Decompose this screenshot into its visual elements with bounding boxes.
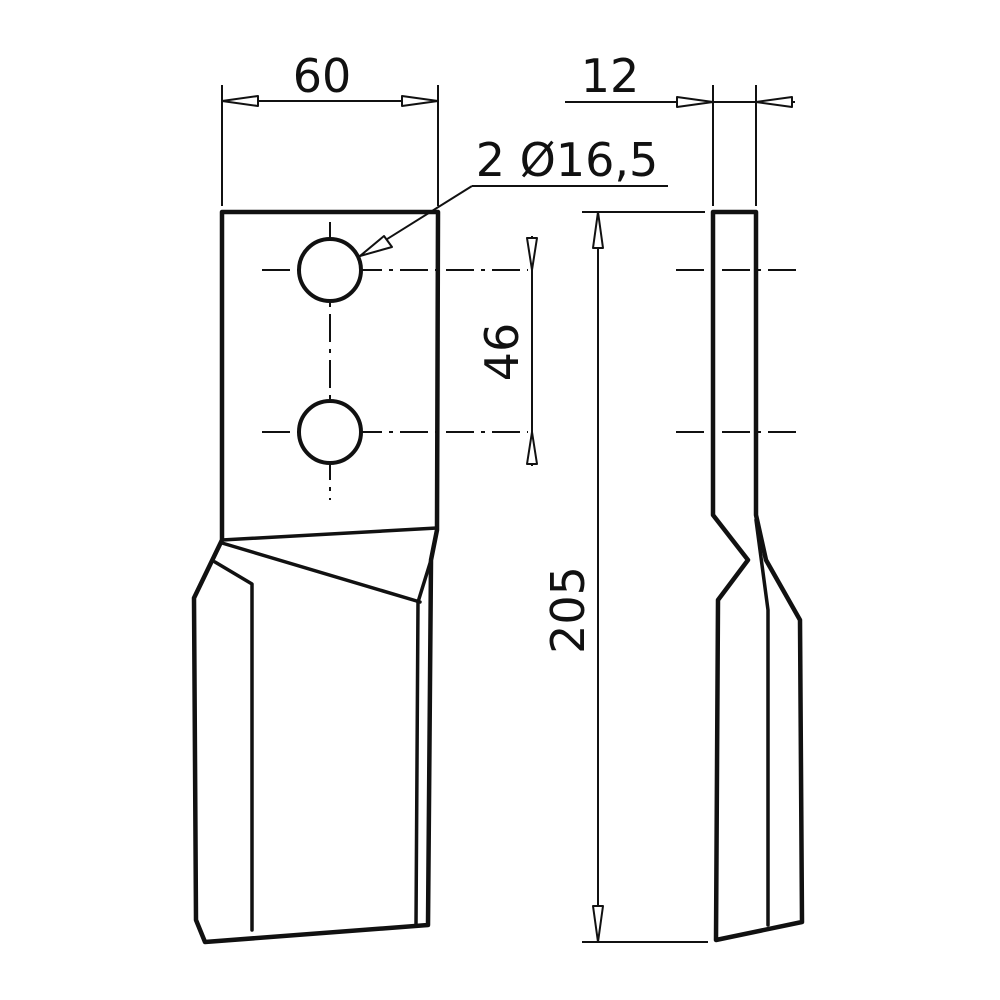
dimension-width: 60 bbox=[221, 49, 439, 206]
dimension-hole-spacing: 46 bbox=[475, 236, 538, 466]
dimension-length: 205 bbox=[541, 211, 708, 943]
arrow-thickness-left bbox=[676, 96, 714, 108]
arrow-length-top bbox=[592, 211, 604, 249]
side-view bbox=[676, 209, 805, 943]
mounting-hole-lower bbox=[297, 399, 363, 465]
bevel-line bbox=[220, 541, 422, 604]
length-label: 205 bbox=[541, 566, 595, 654]
side-outline bbox=[710, 209, 805, 943]
width-label: 60 bbox=[293, 49, 352, 103]
arrow-spacing-top-outer bbox=[526, 237, 538, 271]
spacing-label: 46 bbox=[475, 323, 529, 382]
arrow-thickness-right bbox=[755, 96, 793, 108]
shoulder-line bbox=[220, 526, 439, 542]
blade-outline bbox=[191, 209, 441, 945]
cutting-edge-line bbox=[213, 560, 254, 932]
leader-arrow bbox=[359, 235, 393, 257]
front-view bbox=[191, 209, 528, 945]
arrow-right bbox=[401, 95, 439, 107]
side-bevel-line bbox=[754, 518, 770, 927]
hole-callout: 2 Ø16,5 bbox=[359, 133, 668, 257]
hole-label: 2 Ø16,5 bbox=[476, 133, 659, 187]
bevel-right-edge bbox=[416, 558, 433, 604]
bevel-right-edge-lower bbox=[414, 600, 420, 927]
thickness-label: 12 bbox=[581, 49, 640, 103]
dimension-thickness: 12 bbox=[565, 49, 795, 206]
arrow-left bbox=[221, 95, 259, 107]
tip-bottom-line bbox=[203, 923, 430, 944]
mounting-hole-upper bbox=[297, 237, 363, 303]
arrow-length-bottom bbox=[592, 905, 604, 943]
arrow-spacing-bottom-outer bbox=[526, 431, 538, 465]
